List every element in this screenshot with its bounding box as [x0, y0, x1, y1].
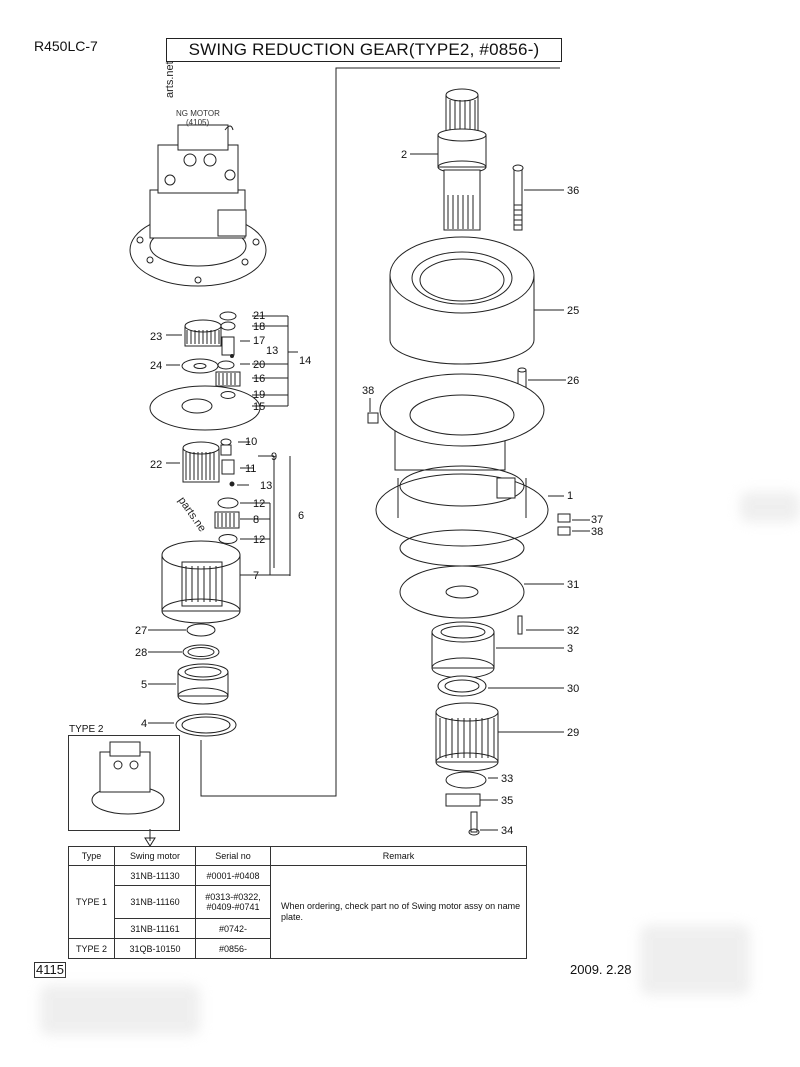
callout-15: 15: [253, 401, 265, 413]
callout-16: 16: [253, 373, 265, 385]
callout-8: 8: [253, 514, 259, 526]
motor-cell: 31NB-11160: [114, 885, 196, 919]
motor-cell: 31QB-10150: [114, 938, 196, 959]
callout-10: 10: [245, 436, 257, 448]
callout-13: 13: [266, 345, 278, 357]
callout-7: 7: [253, 570, 259, 582]
table-row: TYPE 1 31NB-11130 #0001-#0408 When order…: [68, 865, 527, 959]
callout-26: 26: [567, 375, 579, 387]
callout-31: 31: [567, 579, 579, 591]
callout-20: 20: [253, 359, 265, 371]
serial-cell: #0742-: [195, 918, 271, 939]
serial-cell: #0856-: [195, 938, 271, 959]
motor-cell: 31NB-11161: [114, 918, 196, 939]
callout-33: 33: [501, 773, 513, 785]
type2-label: TYPE 2: [69, 724, 104, 735]
swing-motor-table: Type Swing motor Serial no Remark TYPE 1…: [68, 846, 527, 959]
callout-18: 18: [253, 321, 265, 333]
callout-12b: 12: [253, 534, 265, 546]
callout-38b: 38: [591, 526, 603, 538]
callout-3: 3: [567, 643, 573, 655]
callout-12: 12: [253, 498, 265, 510]
serial-cell: #0001-#0408: [195, 865, 271, 886]
motor-cell: 31NB-11130: [114, 865, 196, 886]
blurred-region: [40, 985, 200, 1035]
callout-30: 30: [567, 683, 579, 695]
callout-36: 36: [567, 185, 579, 197]
callout-11: 11: [245, 463, 256, 475]
callout-14: 14: [299, 355, 311, 367]
callout-6: 6: [298, 510, 304, 522]
stage-two-parts: [161, 438, 241, 624]
type2-motor-inset: [91, 741, 165, 847]
callout-9: 9: [271, 451, 277, 463]
callout-29: 29: [567, 727, 579, 739]
pinion-shaft: [437, 88, 487, 231]
header-type: Type: [68, 846, 115, 866]
type2-inset-frame: [68, 735, 180, 831]
header-serial-no: Serial no: [195, 846, 271, 866]
blurred-region: [640, 925, 750, 995]
watermark-mid: parts.ne: [176, 495, 209, 534]
callout-25: 25: [567, 305, 579, 317]
stage-one-parts: [149, 311, 261, 431]
revision-date: 2009. 2.28: [570, 962, 632, 977]
callout-2: 2: [401, 149, 407, 161]
callout-22: 22: [150, 459, 162, 471]
ring-gear: [389, 236, 535, 365]
serial-cell: #0313-#0322, #0409-#0741: [195, 885, 271, 919]
callout-17: 17: [253, 335, 265, 347]
swing-motor-drawing: [129, 124, 267, 287]
swing-motor-ref: (4105): [186, 118, 209, 127]
watermark-top: arts.net: [164, 61, 176, 98]
callout-23: 23: [150, 331, 162, 343]
callout-34: 34: [501, 825, 513, 837]
header-remark: Remark: [270, 846, 527, 866]
callout-19: 19: [253, 389, 265, 401]
callout-35: 35: [501, 795, 513, 807]
type2-cell: TYPE 2: [68, 938, 115, 959]
callout-32: 32: [567, 625, 579, 637]
callout-21: 21: [253, 310, 265, 322]
callout-38: 38: [362, 385, 374, 397]
blurred-region: [740, 492, 800, 522]
page-title: SWING REDUCTION GEAR(TYPE2, #0856-): [166, 38, 562, 62]
callout-5: 5: [141, 679, 147, 691]
bearing-stack: [175, 623, 237, 737]
table-row: TYPE 2 31QB-10150 #0856-: [68, 938, 527, 959]
housing-casing: [375, 373, 549, 547]
model-name: R450LC-7: [34, 38, 98, 54]
table-header-row: Type Swing motor Serial no Remark: [68, 846, 527, 866]
header-swing-motor: Swing motor: [114, 846, 196, 866]
callout-13b: 13: [260, 480, 272, 492]
callout-4: 4: [141, 718, 147, 730]
callout-24: 24: [150, 360, 162, 372]
callout-28: 28: [135, 647, 147, 659]
swing-motor-label: NG MOTOR: [176, 109, 220, 118]
type1-cell: TYPE 1: [68, 865, 115, 939]
remark-cell: When ordering, check part no of Swing mo…: [270, 865, 527, 959]
callout-37: 37: [591, 514, 603, 526]
page-number: 4115: [34, 962, 66, 978]
callout-27: 27: [135, 625, 147, 637]
callout-1: 1: [567, 490, 573, 502]
